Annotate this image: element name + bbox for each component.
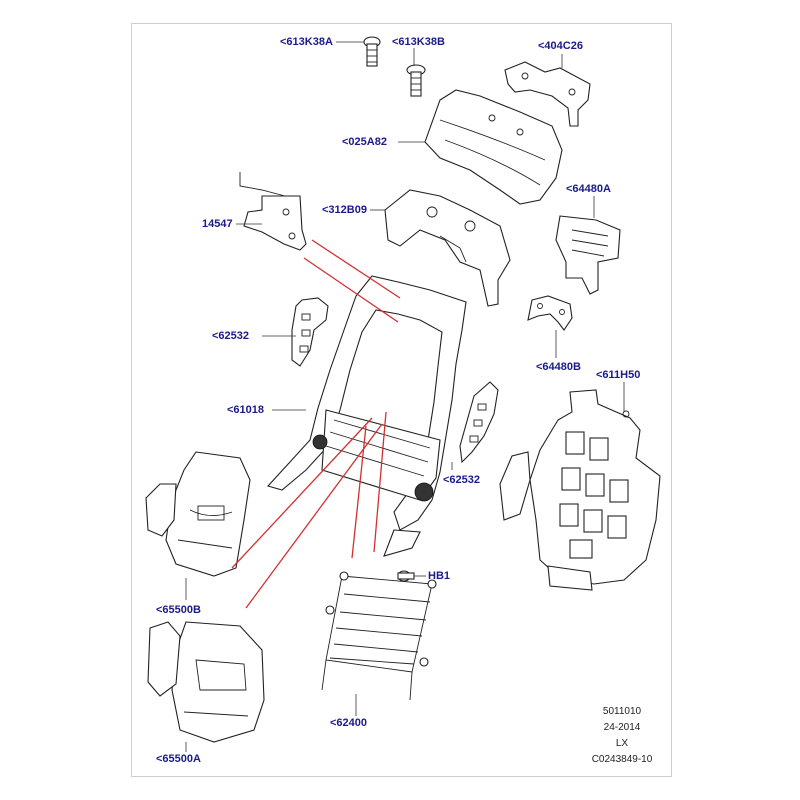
part-64480A-plate[interactable] xyxy=(555,215,621,295)
footer-code: 5011010 xyxy=(602,706,642,717)
part-025A82-cover[interactable] xyxy=(424,89,563,205)
callout-14547[interactable]: 14547 xyxy=(202,218,233,230)
callout-HB1[interactable]: HB1 xyxy=(428,570,451,582)
callout-62532-right[interactable]: <62532 xyxy=(443,474,481,486)
part-64480B-bracket[interactable] xyxy=(527,295,573,331)
callout-62532-left[interactable]: <62532 xyxy=(212,330,250,342)
part-611H50-mat[interactable] xyxy=(499,389,661,591)
footer-illustration-id: C0243849-10 xyxy=(591,754,653,765)
part-65500B-panel[interactable] xyxy=(145,451,251,577)
callout-61018[interactable]: <61018 xyxy=(227,404,265,416)
part-61018-seatback-frame[interactable] xyxy=(266,275,467,557)
callout-62400[interactable]: <62400 xyxy=(330,717,368,729)
part-62532-right-trim[interactable] xyxy=(459,381,499,464)
footer-date: 24-2014 xyxy=(603,722,641,733)
callout-611H50[interactable]: <611H50 xyxy=(596,369,641,381)
part-613K38B-bolt[interactable] xyxy=(406,64,426,97)
part-404C26-bracket[interactable] xyxy=(504,61,591,127)
callout-025A82[interactable]: <025A82 xyxy=(342,136,387,148)
callout-64480B[interactable]: <64480B xyxy=(536,361,581,373)
callout-312B09[interactable]: <312B09 xyxy=(322,204,367,216)
callout-613K38B[interactable]: <613K38B xyxy=(392,36,445,48)
callout-65500A[interactable]: <65500A xyxy=(156,753,201,765)
part-14547-bracket[interactable] xyxy=(239,172,307,251)
footer-model: LX xyxy=(615,738,629,749)
part-613K38A-bolt[interactable] xyxy=(363,36,381,67)
part-62400-suspension-mat[interactable] xyxy=(321,571,437,701)
callout-64480A[interactable]: <64480A xyxy=(566,183,611,195)
callout-613K38A[interactable]: <613K38A xyxy=(280,36,333,48)
callout-65500B[interactable]: <65500B xyxy=(156,604,201,616)
callout-404C26[interactable]: <404C26 xyxy=(538,40,583,52)
part-312B09-frame[interactable] xyxy=(384,189,511,307)
part-62532-left-trim[interactable] xyxy=(291,297,329,367)
leader-lines xyxy=(185,41,625,752)
part-HB1-bolt[interactable] xyxy=(397,570,415,582)
reference-lines xyxy=(231,239,401,609)
part-65500A-panel[interactable] xyxy=(147,621,265,743)
